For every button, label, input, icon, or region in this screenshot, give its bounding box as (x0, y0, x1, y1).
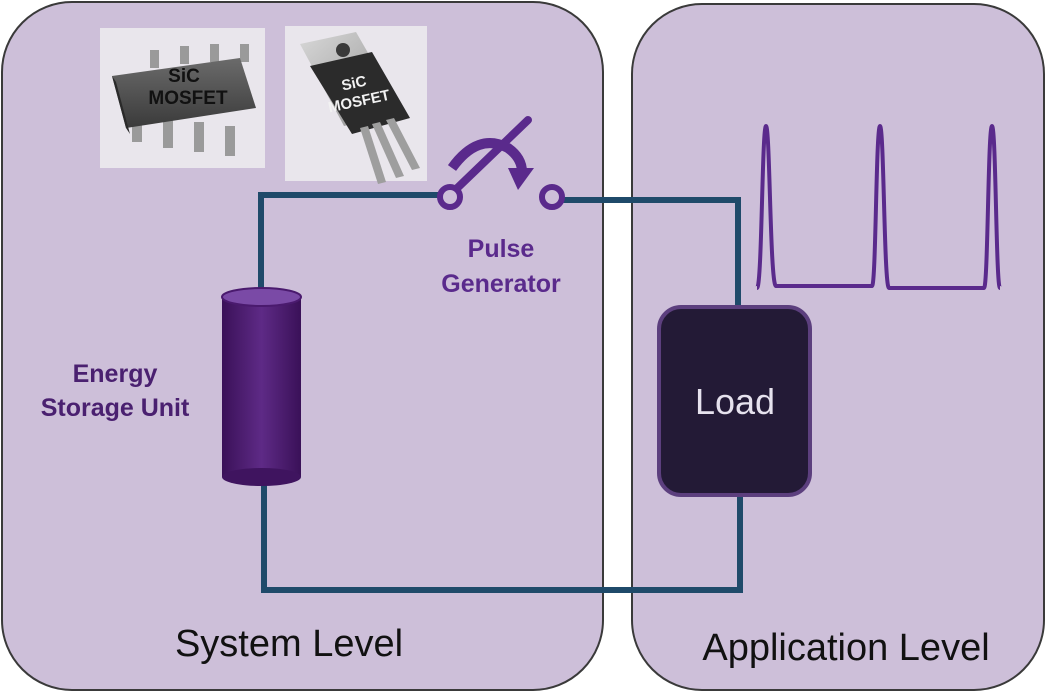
chip-to247-label-line1: SiC (340, 73, 368, 95)
wire-top-left (258, 192, 440, 300)
wire-bottom (261, 485, 743, 593)
chip-soic-label-line2: MOSFET (148, 88, 228, 109)
wire-top-right (560, 197, 741, 310)
energy-storage-label-line2: Storage Unit (41, 394, 190, 422)
circuit-wires (258, 192, 743, 593)
energy-storage-label-line1: Energy (73, 360, 158, 388)
chip-soic-label-line1: SiC (168, 66, 200, 87)
pulse-generator-label-line1: Pulse (468, 235, 535, 263)
load-block: Load (657, 305, 812, 497)
rotate-arrow-icon (447, 138, 534, 190)
system-level-label: System Level (175, 623, 403, 665)
pulse-generator-label-line2: Generator (441, 270, 561, 298)
switch-icon (437, 116, 565, 210)
chip-soic-icon: SiC MOSFET (100, 28, 265, 168)
application-level-panel (631, 3, 1045, 691)
load-label: Load (695, 381, 775, 422)
capacitor-icon (221, 287, 302, 486)
chip-to247-icon: SiC MOSFET (285, 26, 427, 184)
pulse-waveform-icon (755, 124, 1002, 290)
system-level-panel (1, 1, 604, 691)
application-level-label: Application Level (702, 627, 989, 669)
